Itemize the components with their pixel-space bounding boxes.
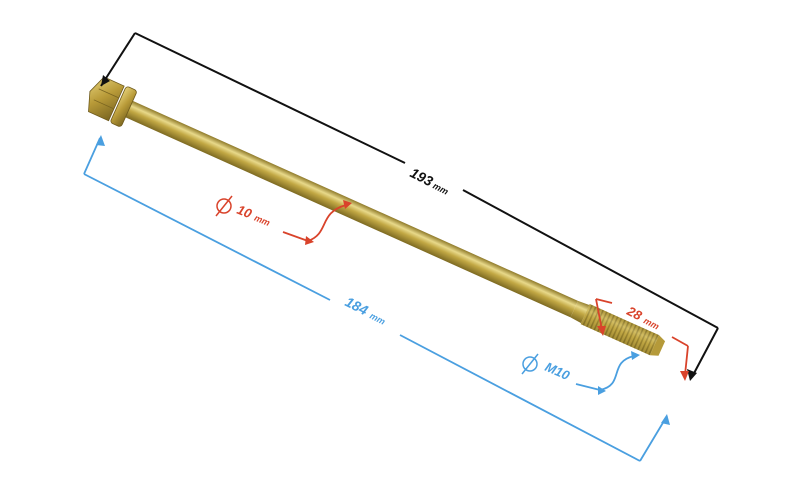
thread-length-value: 28 xyxy=(624,303,645,324)
label-total-length: 193 mm xyxy=(408,164,450,197)
thread-diameter-symbol-icon xyxy=(522,356,538,372)
arrowhead-thread-end xyxy=(680,371,689,381)
arrowhead-total-end xyxy=(687,369,697,381)
bolt-shaft xyxy=(125,100,578,318)
label-shank-length: 184 mm xyxy=(343,293,387,327)
dimension-total-length xyxy=(100,32,719,378)
shank-length-value: 184 xyxy=(343,293,371,318)
callout-thread-size: M10 xyxy=(521,351,640,395)
arrowhead-shank-start xyxy=(96,135,105,146)
bolt-flange xyxy=(110,86,137,127)
bolt-shoulder xyxy=(570,300,590,324)
arrowhead-thread-start xyxy=(597,326,606,336)
dimension-thread-length xyxy=(595,298,689,376)
shank-length-unit: mm xyxy=(368,311,387,327)
arrowhead-total-start xyxy=(101,75,110,86)
shaft-diameter-unit: mm xyxy=(253,213,272,228)
total-length-value: 193 xyxy=(408,164,436,189)
diameter-symbol-icon xyxy=(216,198,232,214)
dimension-shank-length xyxy=(83,137,668,462)
thread-size-value: M10 xyxy=(543,359,573,383)
total-length-unit: mm xyxy=(431,181,450,197)
shaft-diameter-value: 10 xyxy=(235,202,255,222)
arrowhead-shank-end xyxy=(661,414,670,425)
bolt-head xyxy=(88,76,125,122)
